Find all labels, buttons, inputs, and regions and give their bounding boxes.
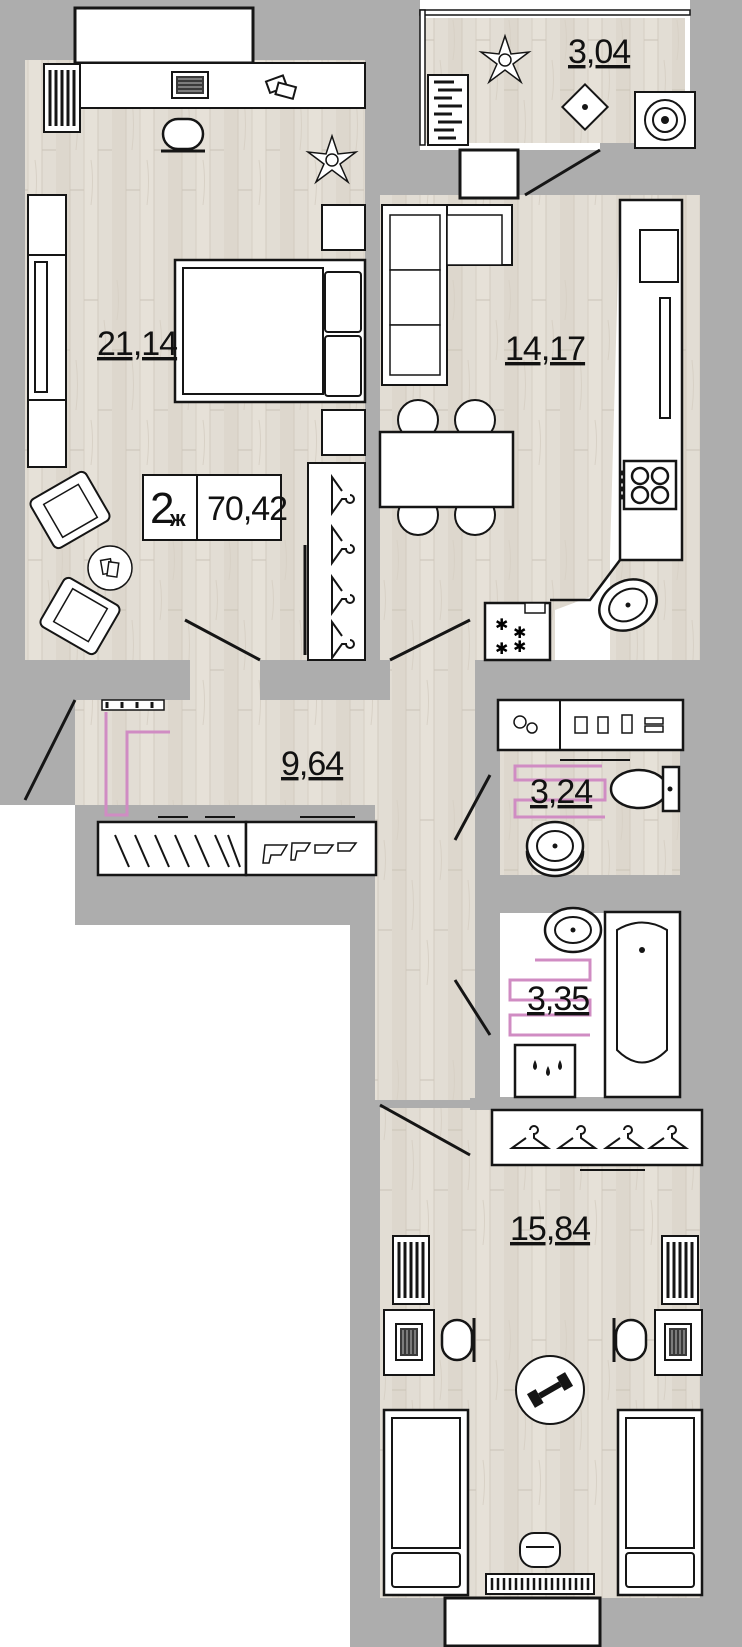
- drying-rack-icon: [427, 74, 469, 146]
- apartment-badge: 2 ж 70,42: [142, 474, 288, 541]
- kids-room: 15,84: [382, 1108, 704, 1597]
- bathtub-icon: [603, 910, 682, 1099]
- toilet-room: 3,24: [496, 698, 685, 878]
- armchair-icon: [39, 576, 121, 656]
- nightstand-top: [321, 204, 366, 251]
- laptop-icon: [171, 71, 209, 99]
- heated-floor-icon: [104, 712, 170, 817]
- windows: [73, 6, 602, 1647]
- sink-icon: [543, 906, 603, 954]
- svg-text:✱: ✱: [513, 637, 526, 656]
- hall: 9,64: [96, 699, 378, 877]
- kitchen-living-area: 14,17: [505, 330, 585, 368]
- corridor-floor: [375, 660, 475, 1100]
- svg-text:✱: ✱: [513, 623, 526, 642]
- toilet-area: 3,24: [530, 773, 592, 811]
- shoes-icon: [262, 842, 358, 864]
- balcony: 3,04: [419, 9, 696, 149]
- wardrobe: [307, 462, 366, 661]
- dumbbell-icon: [515, 1355, 585, 1425]
- boiler-icon: [634, 91, 696, 149]
- kitchen-living: ✱ ✱ ✱ ✱ 14,17: [378, 198, 684, 662]
- bedroom-shelf: [74, 62, 366, 109]
- radiator-icon: [660, 1234, 700, 1306]
- rooms-count: 2: [150, 484, 173, 533]
- plant-icon: [305, 133, 359, 185]
- balcony-area: 3,04: [568, 33, 630, 71]
- svg-text:✱: ✱: [495, 615, 508, 634]
- heated-floor-icon: [508, 958, 592, 1037]
- papers-icon: [264, 74, 298, 101]
- laptop-icon: [664, 1323, 692, 1361]
- sink-icon: [598, 578, 658, 632]
- svg-text:✱: ✱: [495, 639, 508, 658]
- dining-table-icon: [378, 399, 515, 536]
- living-window: [458, 148, 520, 200]
- washing-machine-icon: [513, 1043, 577, 1099]
- lamp-icon: [560, 82, 610, 132]
- wardrobe: [490, 1108, 704, 1167]
- sink-icon: [525, 820, 585, 878]
- radiator-icon: [42, 62, 82, 134]
- shoe-cabinet: [96, 816, 378, 877]
- total-area: 70,42: [207, 490, 287, 528]
- toilet-icon: [609, 765, 681, 813]
- stove-icon: [619, 459, 678, 511]
- laptop-icon: [395, 1323, 423, 1361]
- bedroom: 21,14: [27, 62, 367, 661]
- bedroom-area: 21,14: [97, 325, 177, 363]
- chair-icon: [612, 1316, 648, 1364]
- bed-icon: [616, 1408, 704, 1597]
- bed-icon: [173, 258, 367, 404]
- chair-icon: [440, 1316, 476, 1364]
- tv-icon: [34, 261, 48, 393]
- heated-floor-icon: [513, 764, 607, 819]
- nightstand-bottom: [321, 409, 366, 456]
- plant-icon: [478, 33, 532, 85]
- sofa-icon: [381, 204, 513, 386]
- cleaning-supplies-icon: [513, 714, 664, 734]
- rooms-suffix: ж: [169, 506, 186, 531]
- bedroom-window: [73, 6, 255, 65]
- kids-room-area: 15,84: [510, 1210, 590, 1248]
- coffee-table-icon: [87, 545, 133, 591]
- kids-window: [443, 1596, 602, 1647]
- hall-area: 9,64: [281, 745, 343, 783]
- bed-icon: [382, 1408, 470, 1597]
- armchair-icon: [29, 470, 111, 550]
- bathroom: 3,35: [508, 906, 682, 1099]
- fridge-icon: ✱ ✱ ✱ ✱: [483, 601, 552, 662]
- doors: [23, 148, 601, 1157]
- radiator-icon: [485, 1573, 595, 1595]
- toy-chest-icon: [519, 1532, 561, 1568]
- radiator-icon: [391, 1234, 431, 1306]
- chair-icon: [159, 117, 207, 153]
- bathroom-area: 3,35: [527, 980, 589, 1018]
